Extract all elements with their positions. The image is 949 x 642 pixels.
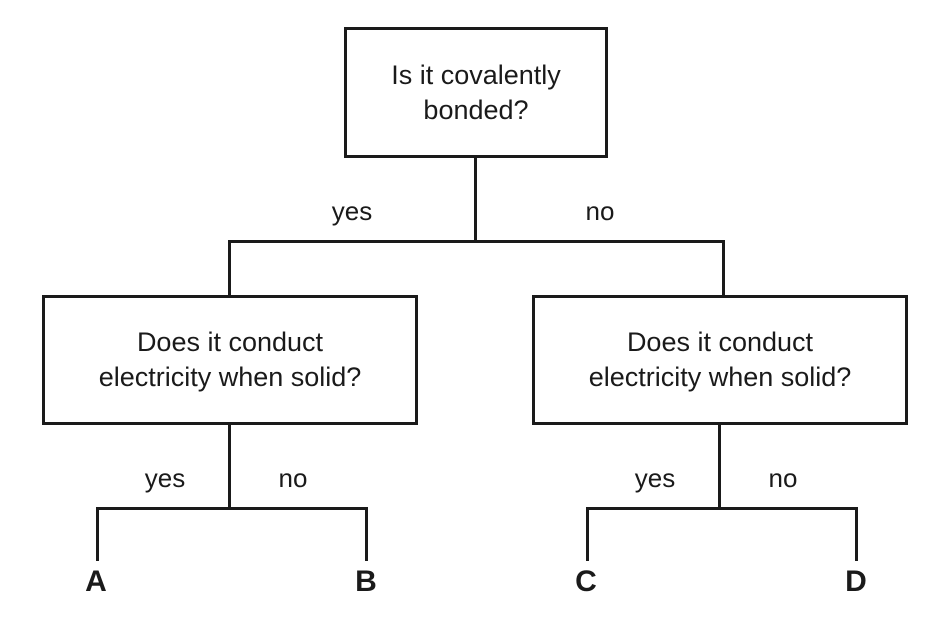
connector-outcome-d-leg bbox=[855, 507, 858, 561]
outcome-letter-c: C bbox=[575, 565, 597, 598]
branch-label-right-yes: yes bbox=[634, 463, 676, 493]
connector-root-split-bar bbox=[228, 240, 725, 243]
branch-label-left-yes: yes bbox=[144, 463, 186, 493]
connector-outcome-a-leg bbox=[96, 507, 99, 561]
connector-root-left-leg bbox=[228, 240, 231, 297]
branch-label-right-no: no bbox=[768, 463, 798, 493]
connector-right-split-bar bbox=[586, 507, 858, 510]
decision-node-right[interactable]: Does it conduct electricity when solid? bbox=[532, 295, 908, 425]
decision-node-left-text: Does it conduct electricity when solid? bbox=[98, 327, 362, 392]
connector-root-stem bbox=[474, 158, 477, 242]
outcome-letter-a: A bbox=[85, 565, 107, 598]
decision-node-right-text: Does it conduct electricity when solid? bbox=[588, 327, 852, 392]
connector-outcome-b-leg bbox=[365, 507, 368, 561]
connector-right-stem bbox=[718, 425, 721, 510]
branch-label-root-no: no bbox=[585, 196, 615, 226]
outcome-letter-d: D bbox=[845, 565, 867, 598]
connector-left-stem bbox=[228, 425, 231, 510]
connector-root-right-leg bbox=[722, 240, 725, 297]
outcome-letter-b: B bbox=[355, 565, 377, 598]
decision-node-left[interactable]: Does it conduct electricity when solid? bbox=[42, 295, 418, 425]
connector-outcome-c-leg bbox=[586, 507, 589, 561]
decision-node-root-text: Is it covalently bonded? bbox=[391, 59, 561, 125]
connector-left-split-bar bbox=[96, 507, 368, 510]
branch-label-root-yes: yes bbox=[331, 196, 373, 226]
decision-node-root[interactable]: Is it covalently bonded? bbox=[344, 27, 608, 158]
branch-label-left-no: no bbox=[278, 463, 308, 493]
